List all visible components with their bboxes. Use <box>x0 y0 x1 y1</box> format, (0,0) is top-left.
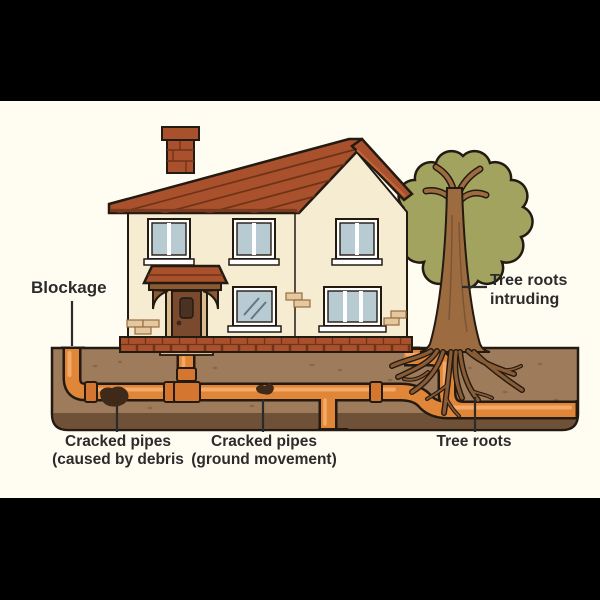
porch-bracket <box>202 288 219 310</box>
window <box>331 218 383 266</box>
window-three-pane <box>318 286 387 333</box>
pipe-crack-blob <box>256 383 274 395</box>
porch-bracket <box>152 288 169 310</box>
label-blockage: Blockage <box>31 278 107 298</box>
chimney <box>161 126 200 174</box>
ground-windows <box>227 286 387 333</box>
label-text: (ground movement) <box>191 451 337 469</box>
blockage-debris-blob <box>100 386 129 407</box>
soil-speckles <box>92 360 559 410</box>
label-text: Cracked pipes <box>211 433 317 450</box>
label-text: intruding <box>490 290 560 308</box>
wall-brick-patches <box>126 292 407 335</box>
label-cracked-pipes-debris: Cracked pipes (caused by debris <box>32 433 204 470</box>
window <box>228 218 280 266</box>
label-text: Blockage <box>31 278 107 297</box>
window-square <box>227 286 282 333</box>
label-cracked-pipes-ground: Cracked pipes (ground movement) <box>178 433 350 470</box>
label-text: Tree roots <box>436 433 512 450</box>
tree-illustration <box>392 149 534 353</box>
tree-trunk <box>419 187 491 353</box>
door-knob <box>176 320 182 326</box>
label-text: Tree roots <box>490 272 568 289</box>
label-text: (caused by debris <box>52 451 184 469</box>
upper-windows <box>143 218 383 266</box>
pipe-couplings <box>84 367 383 403</box>
leader-lines <box>70 285 487 432</box>
label-tree-roots: Tree roots <box>409 433 539 451</box>
house-illustration <box>107 126 414 356</box>
brick-foundation <box>119 336 413 353</box>
label-tree-roots-intruding: Tree roots intruding <box>490 272 567 310</box>
letterbox-top <box>0 0 600 101</box>
tree-branches <box>422 163 490 206</box>
roof <box>107 137 414 215</box>
label-text: Cracked pipes <box>65 433 171 450</box>
tree-roots <box>389 348 525 418</box>
letterbox-bottom <box>0 498 600 600</box>
window <box>143 218 195 266</box>
